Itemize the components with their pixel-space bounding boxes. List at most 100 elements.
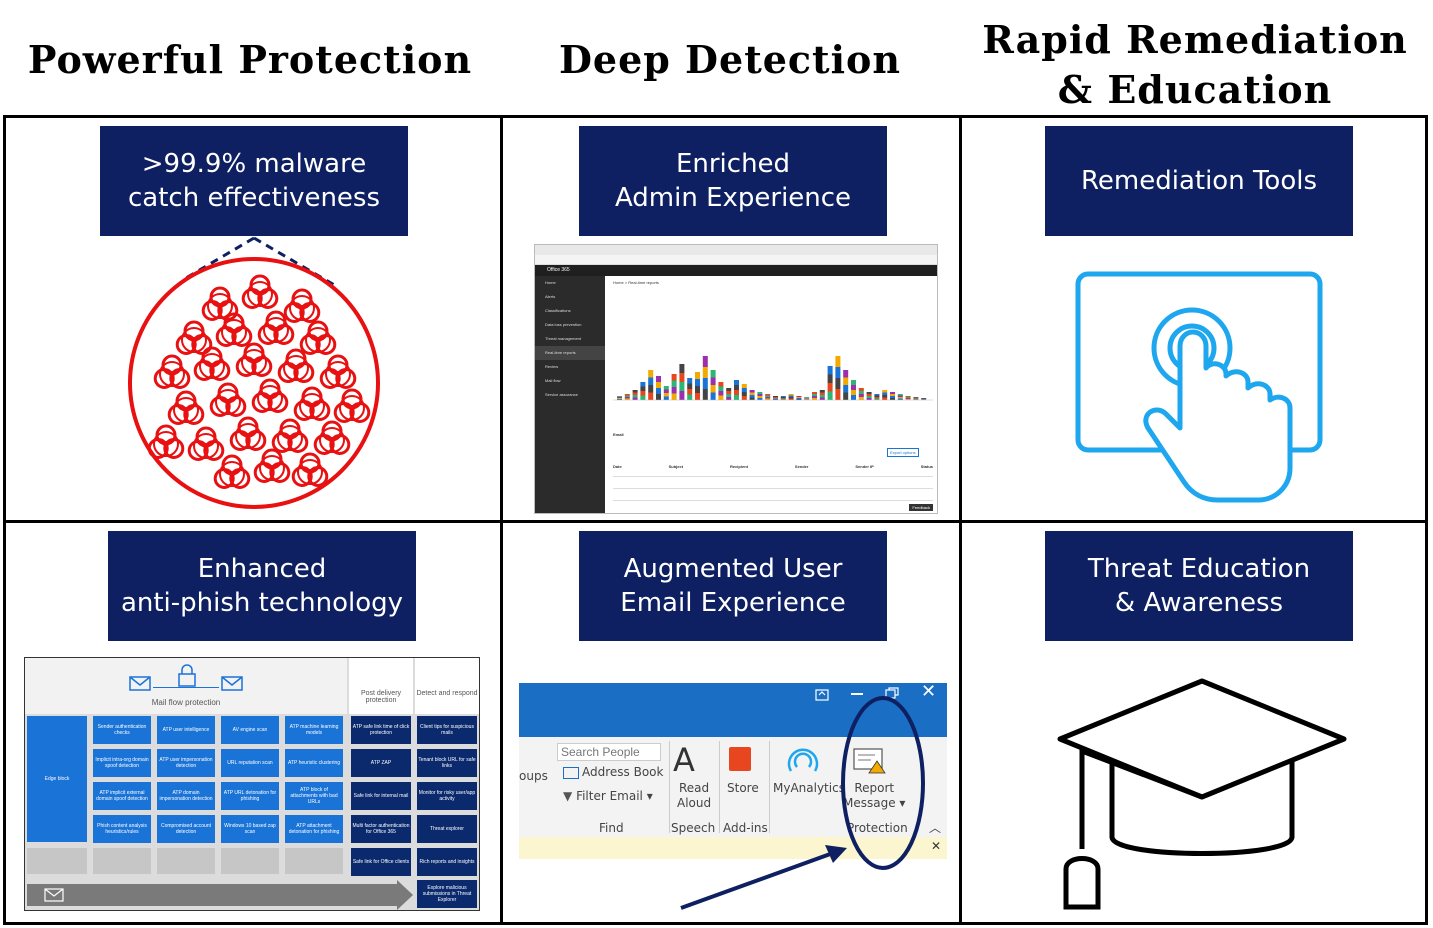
chart-bar-segment: [858, 388, 864, 391]
chart-bar-segment: [687, 389, 693, 395]
admin-main: Home > Real-time reports Email Export op…: [607, 276, 937, 513]
read-aloud-button[interactable]: Read Aloud: [677, 781, 711, 811]
col-sender-ip: Sender IP: [855, 464, 874, 469]
post-delivery-box: Multi factor authentication for Office 3…: [351, 815, 411, 843]
table-row[interactable]: [613, 488, 933, 489]
col-recipient: Recipient: [729, 464, 748, 469]
placeholder-box: [157, 848, 215, 874]
report-message-button[interactable]: Report Message ▾: [843, 781, 905, 811]
chart-bar-segment: [734, 385, 739, 390]
chart-bar-segment: [812, 396, 817, 398]
report-message-icon: [853, 748, 886, 774]
chart-bar-segment: [804, 397, 810, 399]
table-header: Date Subject Recipient Sender Sender IP …: [613, 464, 933, 469]
touch-icon: [1075, 271, 1323, 503]
collapse-ribbon-icon[interactable]: ︿: [929, 821, 942, 835]
chart-bar-segment: [843, 370, 849, 378]
app-title: Office 365: [535, 265, 937, 276]
chart-bar-segment: [835, 389, 841, 400]
export-button[interactable]: Export options: [887, 448, 919, 457]
chart-bar-segment: [788, 397, 794, 399]
chart-bar-segment: [796, 396, 802, 397]
chart-bar-segment: [617, 398, 622, 399]
chart-bar-segment: [718, 391, 724, 396]
group-divider: [719, 741, 720, 833]
placeholder-box: [27, 848, 87, 874]
detect-box: Monitor for risky user/app activity: [417, 782, 477, 810]
chart-bar-segment: [819, 397, 825, 400]
close-icon[interactable]: ✕: [921, 681, 937, 701]
col-sender: Sender: [794, 464, 809, 469]
cell-admin: Enriched Admin Experience Office 365 Hom…: [503, 118, 959, 520]
ribbon-display-icon[interactable]: [815, 689, 829, 701]
chart-bar-segment: [726, 394, 732, 397]
protection-box: URL reputation scan: [221, 749, 279, 777]
chart-bar-segment: [921, 398, 927, 399]
chart-bar-segment: [726, 388, 732, 391]
myanalytics-button[interactable]: MyAnalytics: [773, 781, 845, 795]
nav-item[interactable]: Real-time reports: [535, 346, 605, 360]
nav-item[interactable]: Service assurance: [545, 392, 578, 397]
store-button[interactable]: Store: [727, 781, 759, 795]
protection-box: ATP user impersonation detection: [157, 749, 215, 777]
nav-item[interactable]: Home: [545, 280, 556, 285]
chart-bar-segment: [617, 396, 622, 397]
heading-deep-detection: Deep Detection: [558, 37, 902, 82]
info-bar-close-icon[interactable]: ✕: [930, 839, 941, 853]
chart-bar-segment: [648, 385, 654, 393]
antiphish-title: Enhanced anti-phish technology: [108, 531, 416, 641]
search-people-input[interactable]: Search People: [557, 743, 661, 761]
read-aloud-icon: A: [673, 741, 695, 779]
chart-bar-segment: [874, 397, 880, 399]
chart-bar-segment: [851, 380, 856, 385]
chart-bar-segment: [663, 396, 669, 400]
partial-group-label: oups: [519, 769, 548, 783]
col-status: Status: [920, 464, 933, 469]
chart-bar-segment: [671, 380, 677, 387]
chart-bar-segment: [788, 394, 794, 396]
remediation-title: Remediation Tools: [1045, 126, 1353, 236]
chart-bar-segment: [897, 394, 903, 396]
biohazard-icon: [187, 426, 225, 461]
nav-item[interactable]: Classifications: [545, 308, 571, 313]
detect-box: Tenant block URL for safe links: [417, 749, 477, 777]
table-row[interactable]: [613, 500, 933, 501]
address-book-button[interactable]: Address Book: [563, 765, 663, 779]
detect-header: Detect and respond: [415, 658, 479, 714]
detect-box: Rich reports and insights: [417, 848, 477, 876]
minimize-icon[interactable]: [851, 693, 863, 695]
chart-bar-segment: [913, 397, 919, 399]
chart-bar-segment: [812, 394, 817, 396]
table-row[interactable]: [613, 476, 933, 477]
nav-item[interactable]: Alerts: [545, 294, 556, 299]
chart-bar-segment: [913, 399, 919, 400]
biohazard-icon: [299, 320, 337, 355]
chart-bar-segment: [741, 392, 747, 396]
chart-bar-segment: [718, 386, 724, 391]
chart-bar-segment: [741, 396, 747, 400]
chart-bar-segment: [663, 389, 669, 393]
group-divider: [669, 741, 670, 833]
chart-bar-segment: [851, 385, 856, 390]
chart-bar-segment: [702, 367, 708, 378]
protection-box: ATP URL detonation for phishing: [221, 782, 279, 810]
chart-bar-segment: [695, 393, 700, 400]
find-group-label: Find: [599, 821, 624, 835]
filter-email-button[interactable]: ▼ Filter Email ▾: [563, 789, 653, 803]
biohazard-icon: [201, 286, 239, 321]
nav-item[interactable]: Review: [545, 364, 559, 369]
chart-bar-segment: [679, 382, 685, 391]
chart-bar-segment: [905, 399, 911, 400]
feedback-button[interactable]: Feedback: [909, 504, 933, 511]
user-email-title-line-1: Augmented User: [623, 554, 843, 584]
protection-box: ATP block of attachments with bad URLs: [285, 782, 343, 810]
post-delivery-header: Post delivery protection: [349, 658, 413, 714]
nav-item[interactable]: Threat management: [545, 336, 582, 341]
nav-item[interactable]: Mail flow: [545, 378, 561, 383]
nav-item[interactable]: Data loss prevention: [545, 322, 582, 327]
detect-box: Client tips for suspicious mails: [417, 716, 477, 744]
mail-flow-arrow: [153, 687, 219, 688]
chart-bar-segment: [788, 395, 794, 397]
chart-bar-segment: [765, 394, 771, 396]
chart-bar-segment: [858, 397, 864, 400]
